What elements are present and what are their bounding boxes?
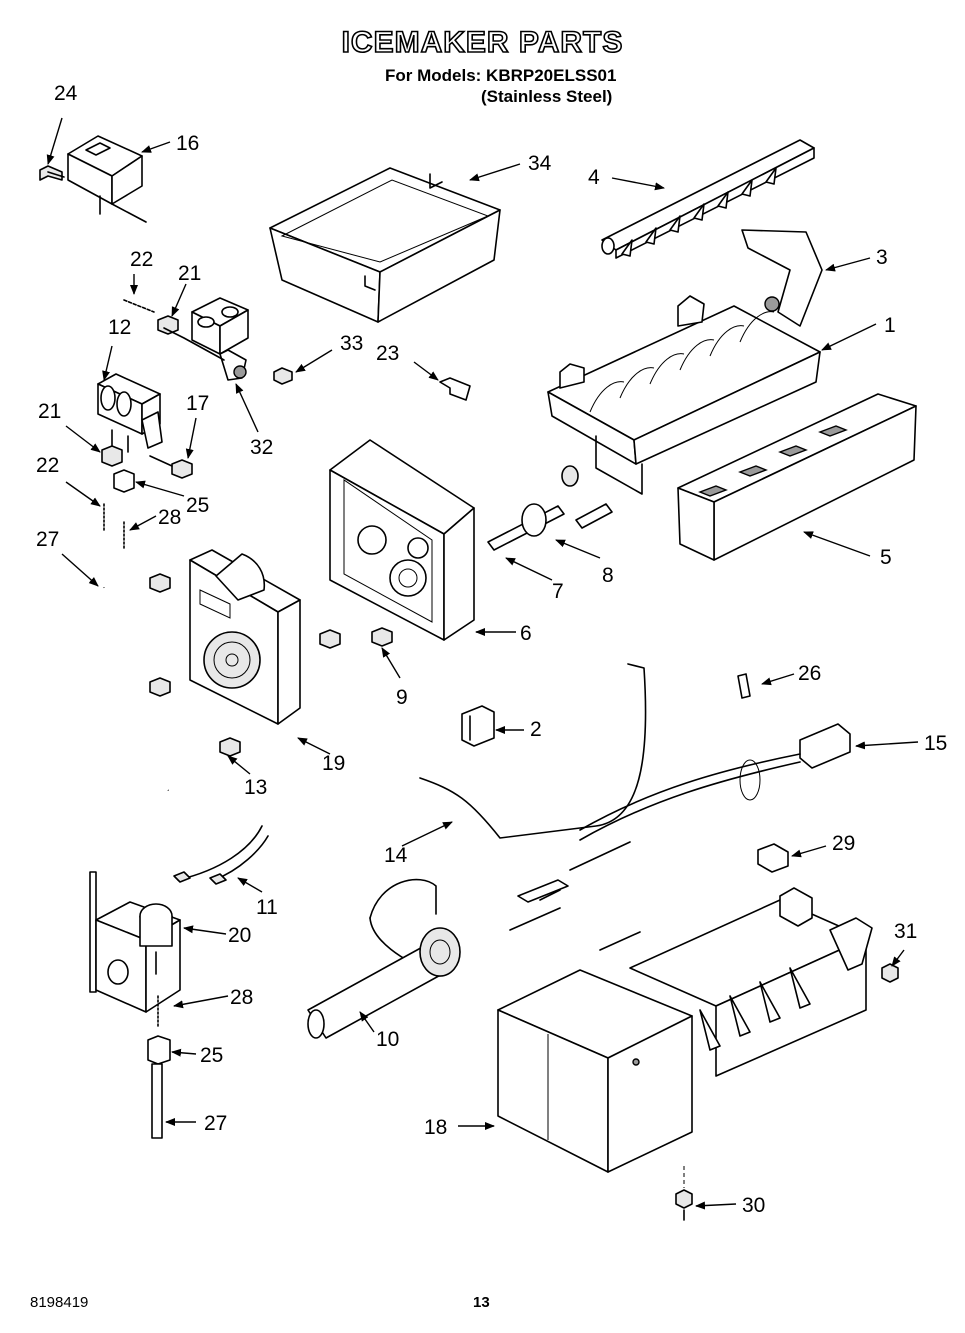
callout-29: 29 bbox=[832, 832, 855, 855]
part-13-screw bbox=[219, 737, 241, 757]
callout-13: 13 bbox=[244, 776, 267, 799]
callout-14: 14 bbox=[384, 844, 408, 867]
part-6-housing bbox=[329, 439, 475, 641]
callout-labels: 24 16 34 4 3 1 5 22 21 12 33 23 32 21 17… bbox=[36, 82, 947, 1217]
part-27-fill-tube-left bbox=[102, 587, 170, 792]
callout-20: 20 bbox=[228, 924, 251, 947]
callout-18: 18 bbox=[424, 1116, 447, 1139]
callout-27-lower: 27 bbox=[204, 1112, 227, 1135]
part-22-spring-top bbox=[123, 299, 155, 313]
page-number: 13 bbox=[473, 1294, 490, 1311]
finish-line: (Stainless Steel) bbox=[481, 87, 613, 106]
part-14-shutoff-arm bbox=[419, 663, 647, 839]
part-9-screws bbox=[149, 573, 393, 697]
part-23-clip bbox=[439, 377, 471, 401]
part-33-screw bbox=[273, 367, 293, 385]
part-26-plug bbox=[737, 673, 751, 699]
part-8-coupler bbox=[561, 465, 613, 529]
callout-23: 23 bbox=[376, 342, 399, 365]
callout-15: 15 bbox=[924, 732, 947, 755]
callout-22-top: 22 bbox=[130, 248, 153, 271]
part-25-sleeve-left bbox=[113, 469, 135, 493]
part-18-front-cover bbox=[497, 969, 693, 1173]
callout-22-left: 22 bbox=[36, 454, 59, 477]
callout-34: 34 bbox=[528, 152, 552, 175]
part-11-wires bbox=[173, 825, 269, 885]
callout-9: 9 bbox=[396, 686, 408, 709]
callout-8: 8 bbox=[602, 564, 614, 587]
part-29-clip bbox=[757, 843, 789, 873]
callout-1: 1 bbox=[884, 314, 896, 337]
part-34-ice-bin bbox=[269, 167, 501, 323]
part-21-nut-top bbox=[157, 315, 179, 335]
part-25-sleeve-lower bbox=[147, 1035, 171, 1065]
part-19-front-cover bbox=[189, 549, 301, 725]
part-16-cover bbox=[67, 135, 147, 223]
callout-30: 30 bbox=[742, 1194, 765, 1217]
part-32-valve bbox=[163, 297, 249, 381]
part-20-valve-assembly bbox=[89, 871, 181, 1013]
callout-6: 6 bbox=[520, 622, 532, 645]
part-4-ejector bbox=[601, 139, 815, 259]
page-title: ICEMAKER PARTS bbox=[341, 25, 624, 60]
callout-17: 17 bbox=[186, 392, 209, 415]
callout-11: 11 bbox=[256, 896, 278, 919]
part-15-wire-harness bbox=[517, 723, 851, 903]
callout-10: 10 bbox=[376, 1028, 399, 1051]
callout-21-top: 21 bbox=[178, 262, 201, 285]
part-12-water-valve bbox=[97, 373, 163, 453]
callout-25-lower: 25 bbox=[200, 1044, 223, 1067]
leader-lines bbox=[46, 117, 919, 1210]
part-3-bearing bbox=[741, 229, 823, 327]
part-7-shaft bbox=[487, 503, 565, 551]
callout-26: 26 bbox=[798, 662, 821, 685]
callout-28-left: 28 bbox=[158, 506, 181, 529]
callout-3: 3 bbox=[876, 246, 888, 269]
callout-25-left: 25 bbox=[186, 494, 209, 517]
part-icemaker-module bbox=[509, 887, 873, 1077]
callout-12: 12 bbox=[108, 316, 131, 339]
part-24-screw bbox=[39, 165, 65, 181]
part-2-clip bbox=[461, 705, 495, 747]
callout-28-lower: 28 bbox=[230, 986, 253, 1009]
models-line: For Models: KBRP20ELSS01 bbox=[385, 66, 617, 85]
part-5-shield bbox=[677, 393, 917, 561]
doc-number: 8198419 bbox=[30, 1294, 89, 1311]
part-27-fill-tube-lower bbox=[151, 1063, 163, 1139]
part-1-mold bbox=[547, 295, 821, 495]
callout-27-left: 27 bbox=[36, 528, 59, 551]
callout-24: 24 bbox=[54, 82, 78, 105]
part-10-fill-tube bbox=[307, 878, 461, 1039]
callout-7: 7 bbox=[552, 580, 564, 603]
part-17-screw bbox=[149, 455, 193, 479]
part-30-screw bbox=[675, 1166, 693, 1221]
callout-19: 19 bbox=[322, 752, 345, 775]
callout-33: 33 bbox=[340, 332, 363, 355]
callout-32: 32 bbox=[250, 436, 273, 459]
callout-21-left: 21 bbox=[38, 400, 61, 423]
callout-31: 31 bbox=[894, 920, 917, 943]
callout-4: 4 bbox=[588, 166, 600, 189]
callout-2: 2 bbox=[530, 718, 542, 741]
part-31-screw bbox=[881, 963, 899, 983]
part-21-nut-left bbox=[101, 445, 123, 467]
callout-5: 5 bbox=[880, 546, 892, 569]
callout-16: 16 bbox=[176, 132, 199, 155]
